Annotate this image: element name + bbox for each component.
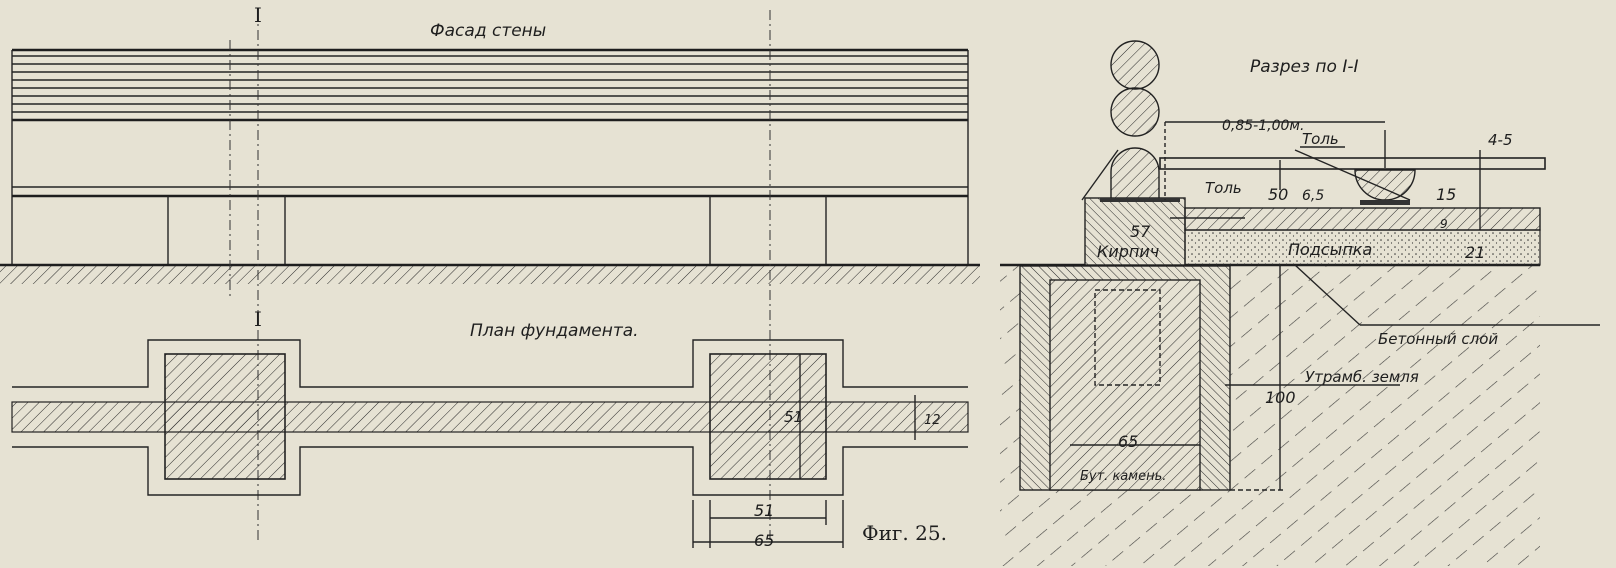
- label-earth: Утрамб. земля: [1305, 368, 1419, 386]
- dim-inner: 51: [754, 501, 774, 520]
- label-tol-upper: Толь: [1302, 130, 1339, 148]
- fill-layer: [1184, 229, 1541, 266]
- dim-outer: 65: [754, 531, 774, 550]
- dim-21: 21: [1465, 243, 1485, 262]
- foundation-plan: План фундамента. 51 12 51 65 Фиг. 25.: [11, 321, 969, 550]
- section-mark-top: I: [254, 3, 262, 27]
- dim-57: 57: [1130, 222, 1151, 241]
- ground-hatch: [0, 266, 980, 284]
- log-1: [1110, 40, 1160, 90]
- label-fill: Подсыпка: [1288, 240, 1372, 259]
- label-tol-lower: Толь: [1205, 179, 1242, 197]
- dim-board: 4-5: [1488, 131, 1513, 149]
- label-concrete: Бетонный слой: [1378, 330, 1498, 348]
- dim-span: 0,85-1,00м.: [1222, 118, 1304, 134]
- dim-100: 100: [1265, 388, 1296, 407]
- label-brick: Кирпич: [1097, 242, 1159, 261]
- dim-65: 65: [1118, 432, 1138, 451]
- pier-1: [164, 353, 286, 480]
- dim-9: 9: [1440, 217, 1448, 231]
- dim-strip: 12: [924, 413, 941, 428]
- facade-title: Фасад стены: [430, 21, 546, 41]
- pier-2: [709, 353, 827, 480]
- log-3: [1110, 147, 1160, 201]
- floor-board: [1159, 157, 1546, 170]
- dim-50: 50: [1268, 185, 1288, 204]
- label-stone: Бут. камень.: [1080, 469, 1166, 484]
- figure-caption: Фиг. 25.: [862, 521, 947, 545]
- dim-15: 15: [1436, 185, 1456, 204]
- floor-joist: [1354, 169, 1416, 201]
- facade-elevation: Фасад стены I I: [0, 3, 980, 540]
- section-view: Разрез по I-I 0,85-1,00м. Толь 4-5 Толь …: [1000, 40, 1600, 566]
- brick: [1085, 198, 1185, 265]
- concrete-layer: [1184, 207, 1541, 231]
- dim-pier-height: 51: [784, 408, 803, 426]
- plan-title: План фундамента.: [470, 321, 639, 341]
- log-2: [1110, 87, 1160, 137]
- dim-6-5: 6,5: [1302, 188, 1324, 204]
- section-mark-bottom: I: [254, 307, 262, 331]
- section-title: Разрез по I-I: [1250, 57, 1358, 77]
